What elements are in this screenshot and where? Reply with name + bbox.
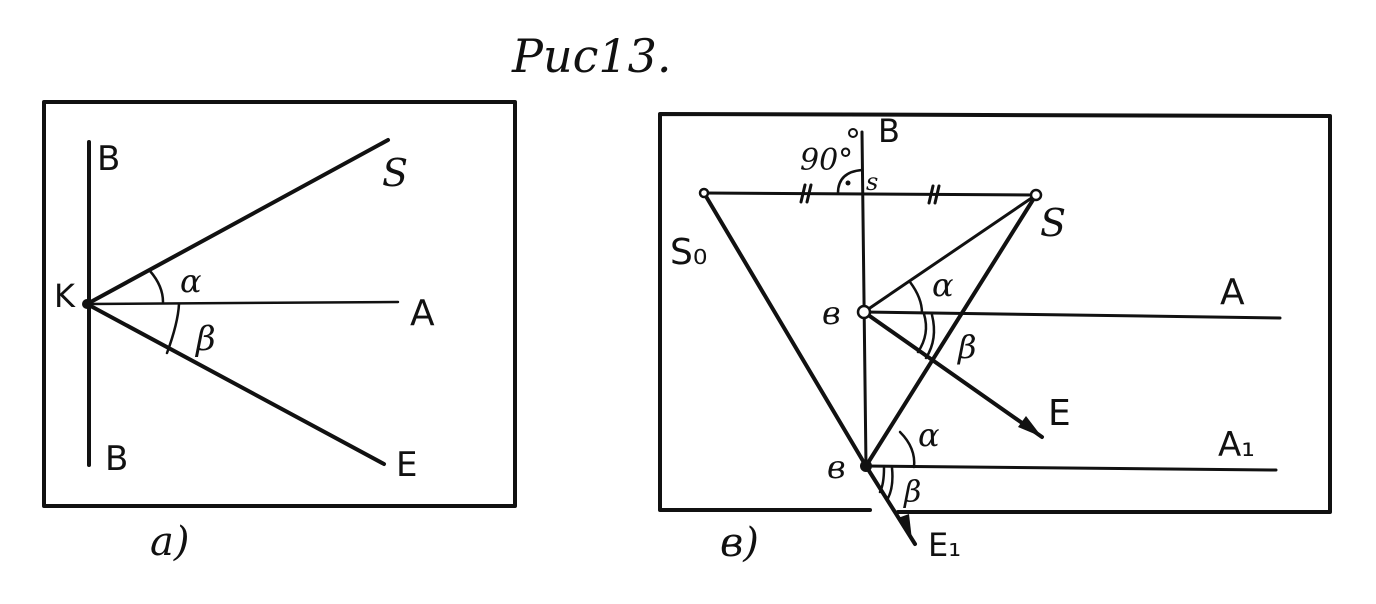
panel-b-point-v-lower [860,460,872,472]
panel-b-ray-e [862,310,1044,439]
panel-a-label-a: A [410,293,435,334]
panel-b-arc-beta-upper-1 [916,312,928,354]
panel-a-arc-beta [165,302,181,355]
panel-b-tick-left-2 [805,183,813,204]
panel-a-label-b-top: B [97,139,120,179]
panel-b-label-a1: A₁ [1218,425,1255,465]
panel-a-frame [42,100,517,508]
panel-a-sublabel: a) [150,519,189,565]
panel-b-label-alpha-lower: α [918,416,940,454]
panel-b-label-v-mid: в [822,294,841,332]
panel-b-label-v-bottom: в [827,448,846,486]
panel-b-label-s-small: s [866,168,878,196]
panel-b-arrow-e [1018,416,1042,437]
panel-a-label-e: E [396,445,417,485]
panel-a-label-s: S [382,151,408,195]
panel-b-point-v-upper [856,304,872,320]
panel-b-ray-a1 [864,464,1278,472]
panel-b-point-s [1029,188,1043,202]
panel-b-tick-right-2 [933,184,941,205]
panel-b-point-s0 [698,187,710,199]
panel-b-right-angle-arc [836,168,864,195]
panel-b-ray-a [862,310,1282,320]
panel-a: B B K S A E α β a) [42,100,517,565]
panel-b-label-e1: E₁ [928,526,961,564]
panel-a-point-k [82,299,92,309]
panel-b-label-s: S [1040,201,1066,245]
panel-b-label-beta-lower: β [903,475,921,510]
panel-b-tick-left-1 [799,183,807,204]
panel-b-line-s-v-lower [864,193,1038,468]
panel-b-frame [658,112,1332,514]
panel-b-line-s0-v [702,191,868,468]
panel-b-line-v-s-upper [862,193,1038,314]
panel-b-label-s0: S₀ [670,232,707,273]
panel-b-arc-beta-lower-2 [885,466,894,502]
panel-b-label-beta-upper: β [957,328,977,366]
panel-b-degree-mark [848,128,858,138]
panel-b-label-90: 90° [800,143,853,178]
panel-b-arc-alpha-upper [908,280,924,315]
panel-a-ray-ke [85,302,386,466]
panel-b-tick-right-1 [927,184,935,205]
panel-b-sublabel: в) [720,520,759,566]
panel-a-ray-ks [85,138,390,306]
panel-a-label-k: K [54,277,76,315]
panel-b-label-a: A [1220,272,1245,313]
panel-b-label-b-top: B [878,112,900,150]
panel-a-arc-alpha [148,269,165,304]
panel-b-arrow-e1 [898,514,912,540]
panel-b-label-alpha-upper: α [932,266,954,304]
panel-b-arc-alpha-lower [898,430,916,469]
panel-b-arc-beta-lower-1 [878,466,886,494]
panel-a-label-beta: β [194,319,216,359]
panel-b-line-s0-s [702,191,1038,197]
panel-b-arc-beta-upper-2 [924,313,936,360]
figure-caption: Рис13. [511,29,672,83]
panel-a-ray-ka [85,300,400,306]
panel-b-right-angle-dot [845,180,851,186]
panel-b-label-e: E [1048,393,1071,434]
panel-b: B 90° s S₀ S A A₁ E E₁ в в α β α β в) [658,112,1332,566]
panel-b-line-vertical [860,130,868,468]
panel-a-label-alpha: α [180,262,202,300]
panel-a-label-b-bottom: B [105,439,128,479]
